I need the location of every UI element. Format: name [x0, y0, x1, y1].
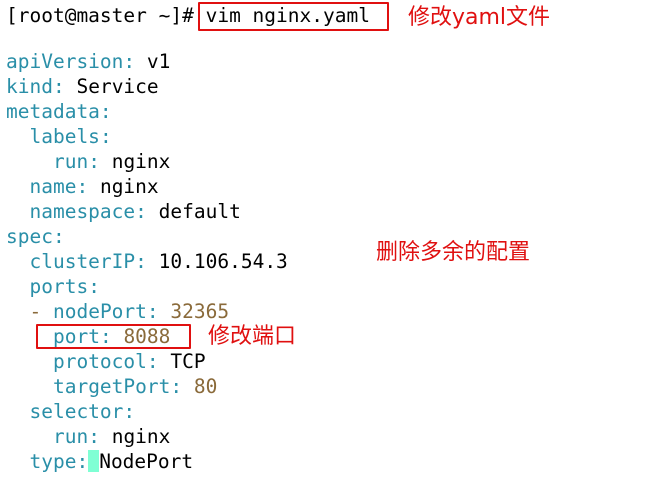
yaml-line-type: type:NodePort — [29, 450, 194, 473]
yaml-value: Service — [76, 75, 159, 98]
yaml-value: nginx — [111, 425, 171, 448]
yaml-value: default — [158, 200, 241, 223]
yaml-key: spec — [6, 225, 53, 248]
yaml-key: labels — [29, 125, 100, 148]
yaml-value: 32365 — [170, 300, 230, 323]
yaml-line-port: port: 8088 — [52, 325, 171, 348]
yaml-line-ports: ports: — [29, 275, 100, 298]
yaml-key: type — [29, 450, 77, 473]
yaml-key: run — [52, 150, 89, 173]
annotation-delete-extra: 删除多余的配置 — [376, 240, 531, 265]
yaml-line-nodeport: - nodePort: 32365 — [29, 300, 230, 323]
yaml-line-metadata: metadata: — [6, 100, 112, 123]
yaml-key: clusterIP — [29, 250, 136, 273]
yaml-line-targetport: targetPort: 80 — [52, 375, 218, 398]
yaml-value: nginx — [111, 150, 171, 173]
yaml-value: nginx — [99, 175, 159, 198]
yaml-value: TCP — [170, 350, 206, 373]
yaml-key: selector — [29, 400, 124, 423]
text-cursor — [88, 450, 100, 472]
yaml-key: port — [52, 325, 100, 348]
yaml-key: protocol — [52, 350, 147, 373]
shell-command: vim nginx.yaml — [205, 4, 370, 27]
yaml-value: 80 — [193, 375, 218, 398]
yaml-line-labels-run: run: nginx — [52, 150, 171, 173]
prompt-line: [root@master ~]# vim nginx.yaml — [6, 3, 370, 28]
yaml-line-spec: spec: — [6, 225, 65, 248]
yaml-line-namespace: namespace: default — [29, 200, 241, 223]
yaml-line-apiversion: apiVersion: v1 — [6, 50, 171, 73]
command-highlight-box — [198, 2, 389, 31]
yaml-key: run — [52, 425, 89, 448]
yaml-line-kind: kind: Service — [6, 75, 159, 98]
yaml-line-labels: labels: — [29, 125, 112, 148]
partial-line: ~ — [4, 478, 16, 487]
yaml-value: 10.106.54.3 — [158, 250, 288, 273]
annotation-edit-port: 修改端口 — [208, 324, 297, 349]
shell-prompt: [root@master ~]# — [6, 4, 194, 27]
yaml-line-selector: selector: — [29, 400, 136, 423]
yaml-line-protocol: protocol: TCP — [52, 350, 206, 373]
port-highlight-box — [36, 324, 191, 349]
yaml-line-selector-run: run: nginx — [52, 425, 171, 448]
yaml-key: metadata — [6, 100, 100, 123]
annotation-edit-yaml: 修改yaml文件 — [408, 5, 551, 30]
yaml-line-clusterip: clusterIP: 10.106.54.3 — [29, 250, 288, 273]
yaml-value: NodePort — [99, 450, 194, 473]
yaml-key: name — [29, 175, 77, 198]
yaml-value: v1 — [146, 50, 171, 73]
yaml-key: targetPort — [52, 375, 171, 398]
yaml-key: nodePort — [52, 300, 147, 323]
yaml-line-name: name: nginx — [29, 175, 159, 198]
yaml-key: ports — [29, 275, 89, 298]
yaml-key: namespace — [29, 200, 136, 223]
yaml-value: 8088 — [123, 325, 171, 348]
yaml-key: apiVersion — [6, 50, 124, 73]
yaml-key: kind — [6, 75, 53, 98]
